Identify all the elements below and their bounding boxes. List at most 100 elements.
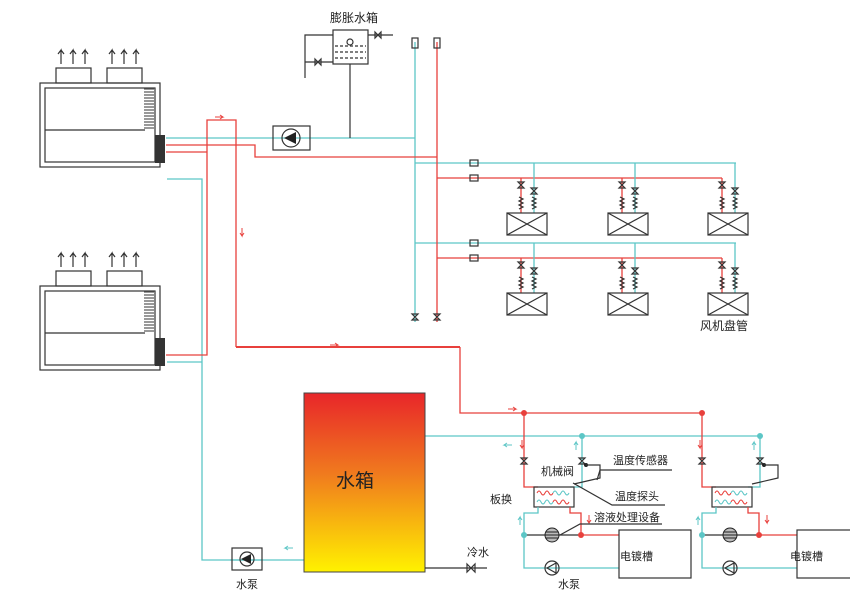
exhaust-arrow-icon [132,251,140,267]
return-pipes [166,42,760,561]
flex-hose-icon [618,196,639,210]
exhaust-arrow-icon [57,251,65,267]
valve-icon [519,457,587,465]
exchanger-coil [714,490,732,496]
fan-coil-2 [607,163,649,236]
fan-coil-4 [506,243,548,316]
pump-triangle [545,561,557,575]
fan-coil-box [506,212,548,236]
supply-branch [701,413,716,488]
sensor-wire [573,464,601,485]
flow-arrow [695,515,701,525]
fan-housing [55,270,92,287]
tank-pump-label: 水泵 [236,578,258,591]
exchanger-coil [730,499,748,505]
pump-return [701,535,797,569]
pipe-connector [155,135,165,163]
fan-coil-cross [607,292,649,316]
valve-icon [516,261,539,275]
fan-coil-box [707,292,749,316]
exhaust-arrow-icon [69,48,77,64]
plate-exchanger [533,486,575,508]
flow-arrow [519,440,525,450]
pump-icon [722,560,738,576]
temperature-probe-label: 温度探头 [615,489,659,503]
branch-valve-icon [469,159,479,167]
cold-water-label: 冷水 [467,546,489,559]
supply-pipes [166,42,722,414]
loop-supply [747,507,797,536]
branch-valve-icon [469,239,479,247]
plating-circuit-1 [517,410,692,579]
valve-icon [717,181,740,195]
unit-frame [44,87,156,163]
device-hatch [545,531,559,539]
air-vents [410,37,442,321]
fan-coil-cross [506,292,548,316]
fan-coil-5 [607,243,649,316]
flow-arrow [751,440,757,450]
plating-circuits [517,410,850,579]
junction-dot [578,532,584,538]
fan-coil-box [707,212,749,236]
junction-dot [756,532,762,538]
flow-arrow [586,515,592,525]
exchanger-coil [552,499,570,505]
fan-coil-units [469,159,749,316]
pipe-connector [155,338,165,366]
valve-icon [697,457,765,465]
fan-coil-box [607,212,649,236]
fan-coil-1 [506,163,548,236]
exchanger-coil [714,499,732,505]
plating-circuit-2 [695,410,850,579]
water-tank-label: 水箱 [336,470,374,492]
fan-coil-box [506,292,548,316]
unit-body [39,82,161,168]
flow-arrows [215,114,518,551]
water-tank [303,392,426,573]
pump-icon [544,560,560,576]
flex-hose-icon [718,196,739,210]
flex-hose-icon [718,276,739,290]
flex-hose-icon [517,276,538,290]
fan-housing [55,67,92,84]
cold-water-valve[interactable] [466,562,476,574]
right-pump-label: 水泵 [558,578,580,591]
pump-return [523,535,619,569]
solution-treatment-label: 溶液处理设备 [594,510,660,524]
exchanger-coil [536,499,554,505]
branch-valve-icon [469,254,479,262]
flex-hose-icon [517,196,538,210]
valve-icon [617,261,640,275]
fan-coil-cross [707,212,749,236]
exhaust-arrow-icon [132,48,140,64]
heat-pump-unit-2 [39,251,165,371]
heat-pump-units [39,48,165,371]
exhaust-arrow-icon [81,48,89,64]
sensor-wire [751,464,779,485]
fan-coil-3 [707,163,749,236]
valve-icon [717,261,740,275]
fan-coil-cross [707,292,749,316]
exchanger-coil [552,490,570,496]
fan-coil-label: 风机盘管 [700,318,748,333]
exhaust-arrow-icon [57,48,65,64]
plate-exchanger-label: 板换 [490,492,512,506]
tank-pump[interactable] [231,547,263,571]
loop-supply [569,507,619,536]
plating-tank [618,529,692,579]
fan-coil-box [607,292,649,316]
plate-exchanger [711,486,753,508]
flow-arrow [517,515,523,525]
loop-return [523,507,539,535]
heat-pump-unit-1 [39,48,165,168]
temperature-sensor-label: 温度传感器 [613,453,668,467]
exhaust-arrow-icon [120,251,128,267]
exhaust-arrow-icon [81,251,89,267]
exhaust-arrow-icon [108,48,116,64]
fan-coil-cross [607,212,649,236]
circulation-pump[interactable] [272,125,311,151]
unit-body [39,285,161,371]
